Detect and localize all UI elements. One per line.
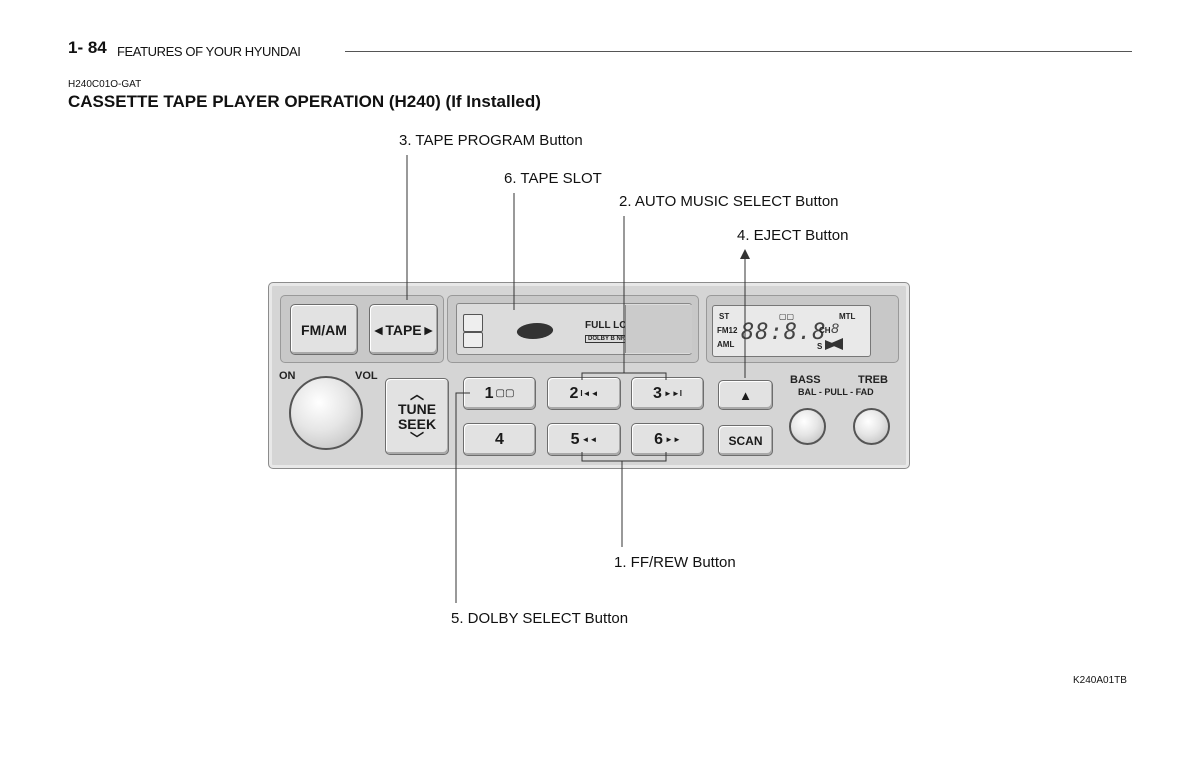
tape-door-bottom — [463, 332, 483, 348]
leader-dolby — [455, 392, 470, 603]
tape-program-button[interactable]: ◄TAPE► — [369, 304, 438, 355]
document-code: H240C01O-GAT — [68, 79, 142, 90]
preset-5-button[interactable]: 5◄◄ — [547, 423, 621, 456]
volume-knob[interactable] — [289, 376, 363, 450]
skip-forward-icon: ►►I — [663, 389, 682, 398]
bracket-auto-music — [581, 372, 667, 380]
bracket-ff-rew — [581, 452, 667, 462]
preset-1-label: 1 — [484, 384, 494, 402]
callout-dolby: 5. DOLBY SELECT Button — [451, 610, 629, 627]
lcd-st: ST — [719, 312, 730, 321]
eject-button[interactable]: ▲ — [718, 380, 773, 410]
scan-button[interactable]: SCAN — [718, 425, 773, 456]
preset-6-label: 6 — [654, 430, 664, 448]
preset-6-button[interactable]: 6►► — [631, 423, 704, 456]
tune-down-icon: ﹀ — [410, 430, 424, 447]
callout-auto-music: 2. AUTO MUSIC SELECT Button — [619, 193, 839, 210]
lcd-s: S — [817, 342, 823, 351]
radio-panel: FM/AM ◄TAPE► FULL LOGIC DOLBY B NR ST ▢▢… — [268, 282, 910, 469]
lcd-aml: AML — [717, 340, 735, 349]
callout-tape-slot: 6. TAPE SLOT — [504, 170, 602, 187]
tune-seek-button[interactable]: ︿ TUNE SEEK ﹀ — [385, 378, 449, 455]
preset-1-button[interactable]: 1▢▢ — [463, 377, 536, 410]
preset-5-label: 5 — [570, 430, 580, 448]
callout-tape-program: 3. TAPE PROGRAM Button — [399, 132, 583, 149]
treble-knob[interactable] — [853, 408, 890, 445]
lcd-ch-digit: 8 — [831, 320, 839, 336]
eject-icon: ▲ — [739, 387, 752, 403]
tape-flap — [625, 305, 692, 353]
preset-2-label: 2 — [569, 384, 579, 402]
eject-arrowhead-icon — [740, 249, 750, 259]
dolby-icon: ▢▢ — [495, 388, 515, 399]
fast-forward-icon: ►► — [665, 435, 681, 444]
seek-label: SEEK — [397, 415, 437, 432]
fm-am-button[interactable]: FM/AM — [290, 304, 358, 355]
header-rule — [345, 51, 1132, 52]
rewind-icon: ◄◄ — [581, 435, 598, 444]
lcd-left-arrow-icon — [829, 338, 843, 350]
callout-eject: 4. EJECT Button — [737, 227, 849, 244]
lcd-fm12: FM12 — [717, 326, 738, 335]
bass-label: BASS — [790, 374, 821, 386]
page-title: CASSETTE TAPE PLAYER OPERATION (H240) (I… — [68, 92, 541, 111]
skip-back-icon: I◄◄ — [580, 389, 599, 398]
lcd-digits: 88:8.8 — [741, 320, 827, 345]
preset-3-button[interactable]: 3►►I — [631, 377, 704, 410]
callout-ff-rew: 1. FF/REW Button — [614, 554, 736, 571]
lcd-mtl: MTL — [839, 312, 856, 321]
lcd-display: ST ▢▢ MTL FM12 AML 88:8.8 CH 8 S — [712, 305, 871, 357]
tape-door-top — [463, 314, 483, 332]
on-label: ON — [279, 370, 296, 382]
figure-code: K240A01TB — [1073, 675, 1127, 686]
full-logic-label: FULL LOGIC — [585, 320, 645, 331]
preset-3-label: 3 — [653, 384, 662, 402]
lcd-dolby-icon: ▢▢ — [779, 312, 795, 321]
tune-up-icon: ︿ — [410, 385, 424, 402]
preset-4-button[interactable]: 4 — [463, 423, 536, 456]
treb-label: TREB — [858, 374, 888, 386]
tape-slot[interactable]: FULL LOGIC DOLBY B NR — [456, 303, 692, 355]
lcd-ch: CH — [819, 326, 831, 335]
bass-knob[interactable] — [789, 408, 826, 445]
bal-pull-fad-label: BAL - PULL - FAD — [798, 387, 874, 397]
section-header: FEATURES OF YOUR HYUNDAI — [117, 44, 301, 59]
vol-label: VOL — [355, 370, 378, 382]
page-number: 1- 84 — [68, 38, 107, 57]
tune-label: TUNE — [397, 400, 437, 417]
